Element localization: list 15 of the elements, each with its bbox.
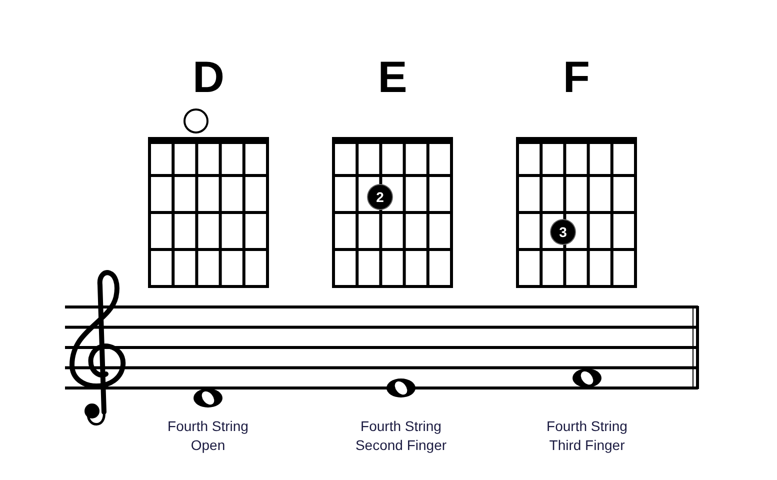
chord-name: F — [562, 53, 591, 103]
whole-note — [193, 388, 223, 408]
finger-dot: 3 — [551, 220, 575, 244]
note-caption: Fourth String — [546, 417, 628, 436]
chord-name: D — [192, 53, 226, 103]
chord-name: E — [376, 53, 408, 103]
whole-note — [386, 378, 416, 398]
whole-note — [572, 368, 602, 388]
note-caption: Fourth String — [166, 417, 250, 436]
note-caption: Open — [190, 436, 226, 455]
finger-dot: 2 — [368, 185, 392, 209]
open-string-circle — [183, 108, 209, 134]
note-caption: Third Finger — [548, 436, 626, 455]
note-caption: Second Finger — [354, 436, 448, 455]
note-caption: Fourth String — [360, 417, 442, 436]
